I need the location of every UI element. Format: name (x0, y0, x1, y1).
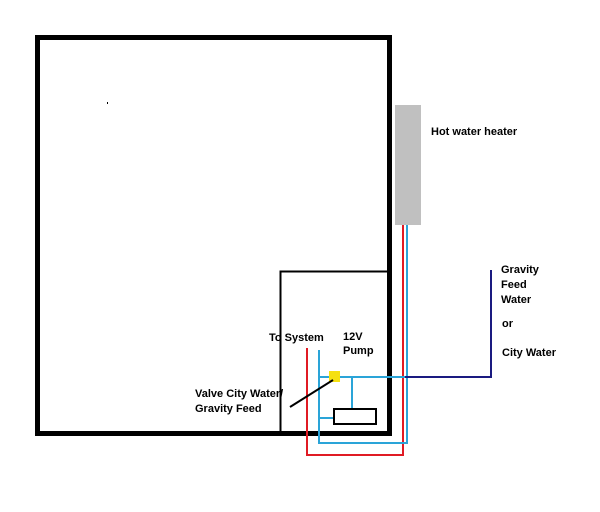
valve-label-1: Valve City Water/ (195, 388, 284, 400)
gravity-feed-label-2: Feed (501, 279, 527, 291)
city-water-label: City Water (502, 347, 556, 359)
gravity-feed-label-1: Gravity (501, 264, 539, 276)
valve-label-2: Gravity Feed (195, 403, 262, 415)
valve (329, 371, 340, 382)
pump-label-2: Pump (343, 345, 374, 357)
or-label: or (502, 318, 513, 330)
pump (333, 408, 377, 425)
stray-dot (107, 102, 108, 104)
heater-label: Hot water heater (431, 126, 518, 138)
hot-water-heater (395, 105, 421, 225)
valve-leader-line (289, 379, 334, 408)
pump-label-1: 12V (343, 331, 363, 343)
gravity-feed-label-3: Water (501, 294, 532, 306)
compartment-outline (279, 270, 389, 433)
hot-line (306, 225, 404, 456)
cold-line-main (318, 225, 408, 444)
to-system-label: To System (269, 332, 324, 344)
supply-line (405, 270, 492, 378)
building-outline (35, 35, 392, 436)
